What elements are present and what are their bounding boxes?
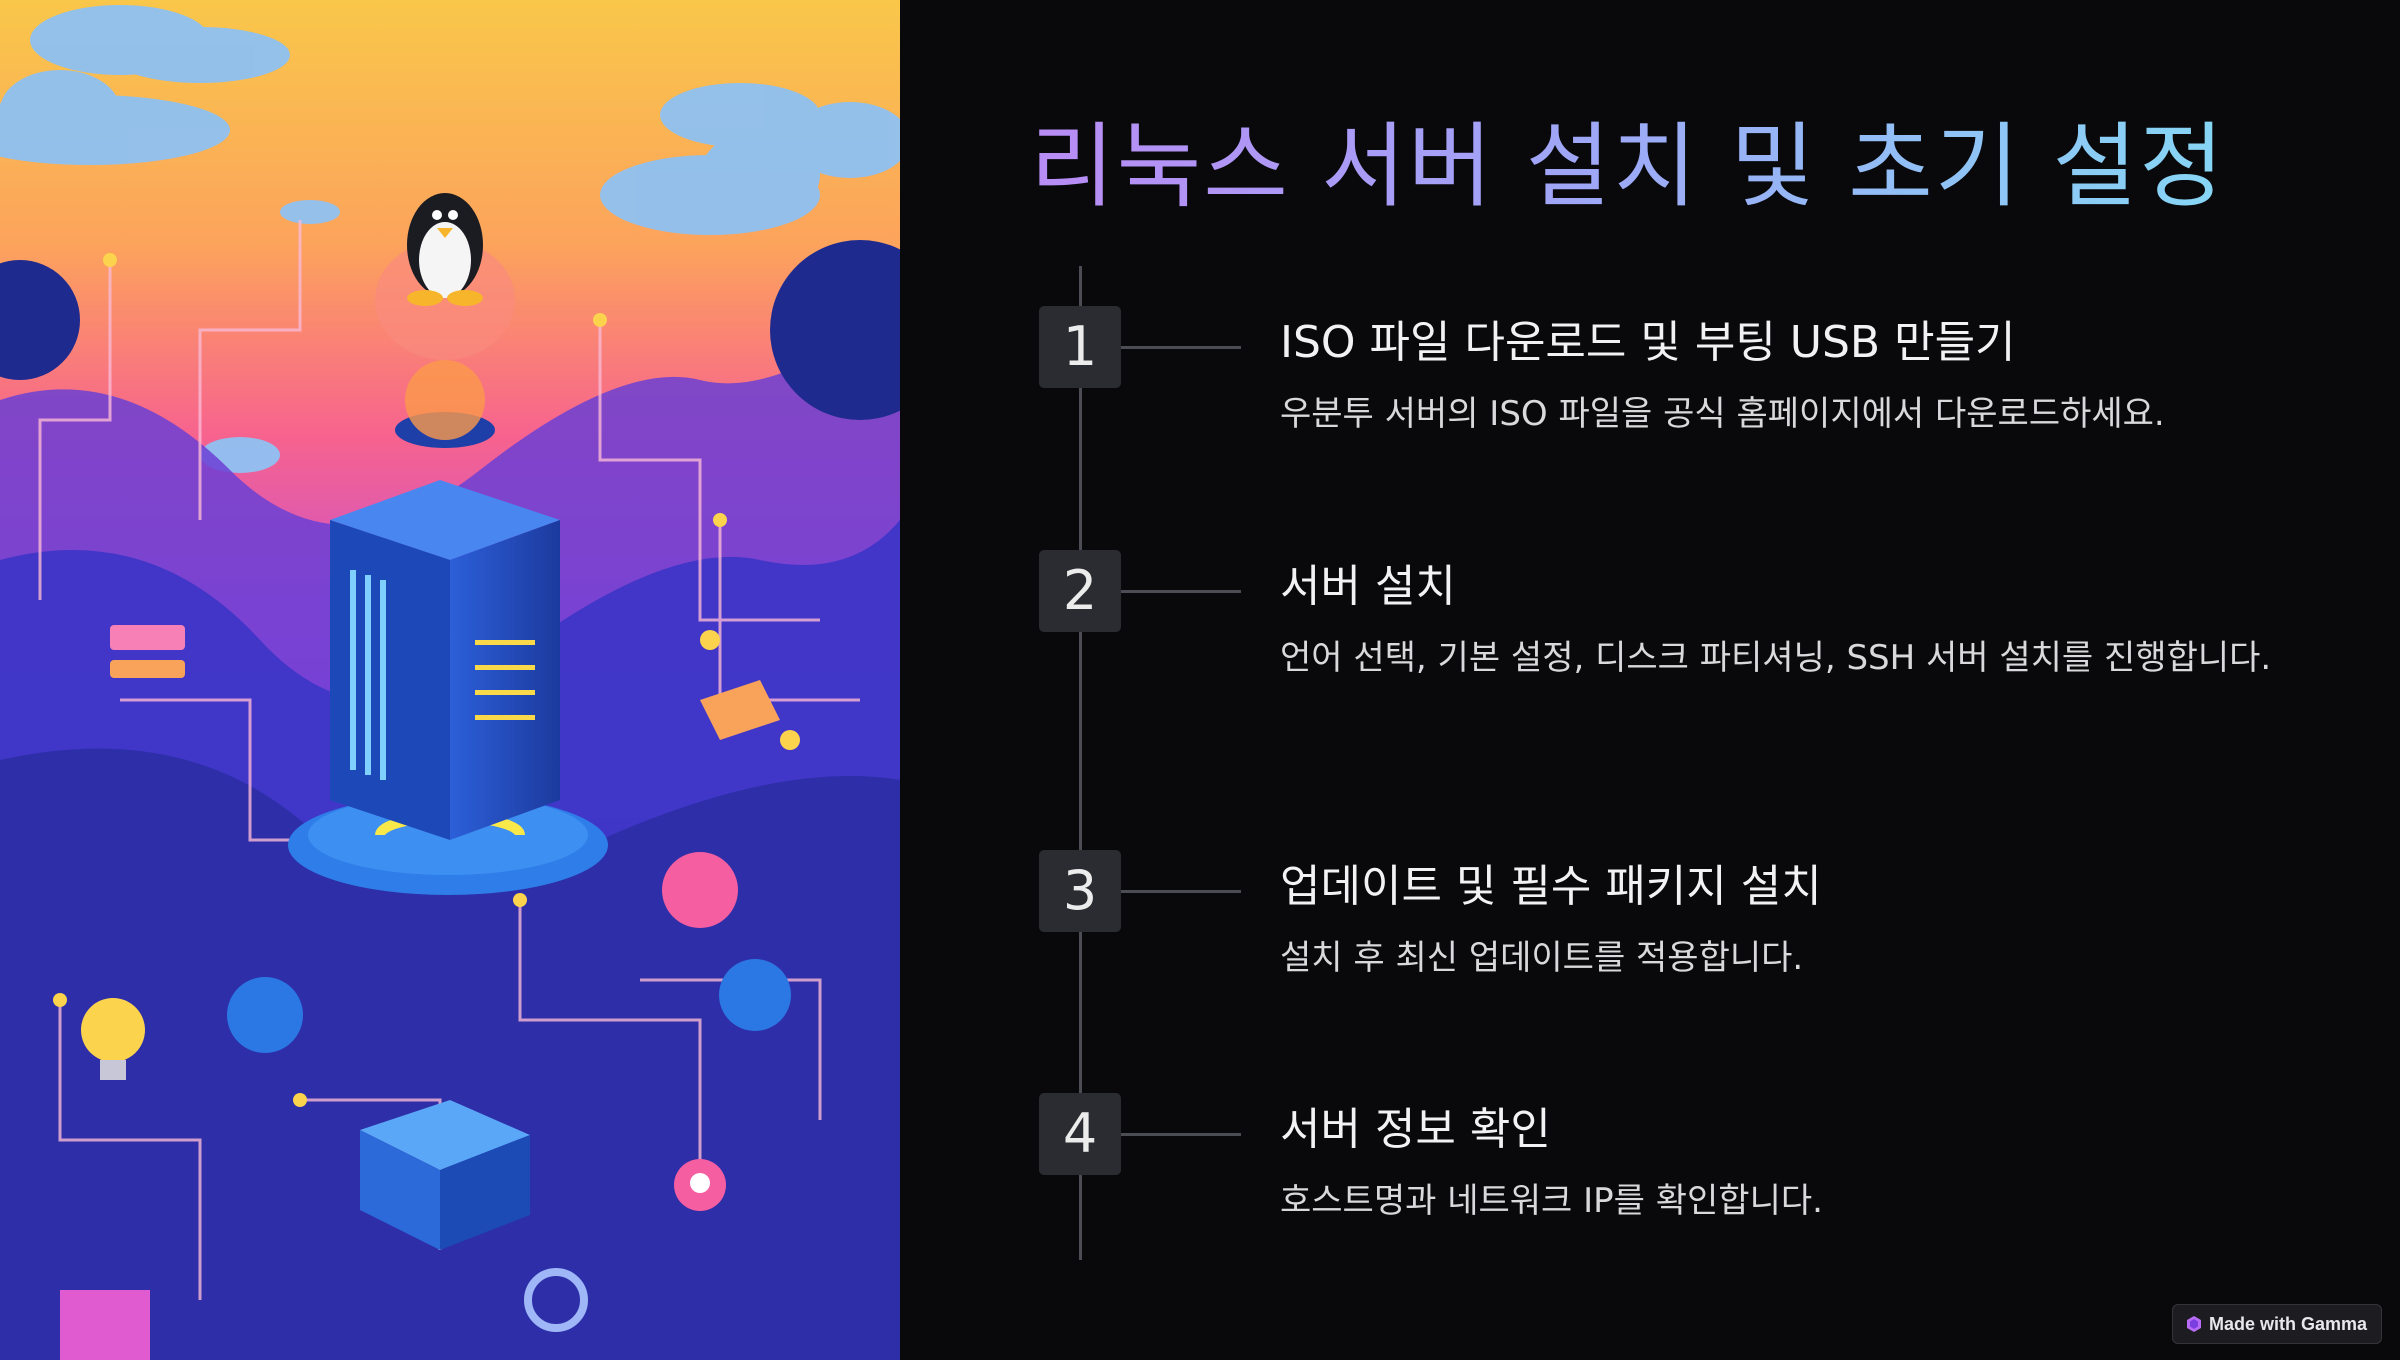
step-number-4: 4 bbox=[1039, 1093, 1121, 1175]
step-number-1: 1 bbox=[1039, 306, 1121, 388]
slide-title: 리눅스 서버 설치 및 초기 설정 bbox=[1030, 92, 2226, 225]
step-connector-2 bbox=[1121, 590, 1241, 593]
step-title-4: 서버 정보 확인 bbox=[1280, 1104, 1551, 1155]
step-title-1: ISO 파일 다운로드 및 부팅 USB 만들기 bbox=[1280, 317, 2016, 368]
step-2: 2 서버 설치 언어 선택, 기본 설정, 디스크 파티셔닝, SSH 서버 설… bbox=[900, 550, 2400, 750]
step-4: 4 서버 정보 확인 호스트명과 네트워크 IP를 확인합니다. bbox=[900, 1093, 2400, 1293]
hero-illustration bbox=[0, 0, 900, 1360]
step-description-4: 호스트명과 네트워크 IP를 확인합니다. bbox=[1280, 1181, 1823, 1221]
step-number-2: 2 bbox=[1039, 550, 1121, 632]
step-number-3: 3 bbox=[1039, 850, 1121, 932]
badge-label: Made with Gamma bbox=[2208, 1313, 2368, 1334]
step-connector-4 bbox=[1121, 1133, 1241, 1136]
step-1: 1 ISO 파일 다운로드 및 부팅 USB 만들기 우분투 서버의 ISO 파… bbox=[900, 306, 2400, 506]
linux-penguin-icon bbox=[407, 193, 483, 306]
step-description-1: 우분투 서버의 ISO 파일을 공식 홈페이지에서 다운로드하세요. bbox=[1280, 394, 2165, 434]
made-with-gamma-badge[interactable]: Made with Gamma bbox=[2172, 1304, 2382, 1344]
step-connector-3 bbox=[1121, 890, 1241, 893]
gamma-logo-icon bbox=[2186, 1316, 2201, 1332]
step-description-2: 언어 선택, 기본 설정, 디스크 파티셔닝, SSH 서버 설치를 진행합니다… bbox=[1280, 638, 2272, 678]
step-3: 3 업데이트 및 필수 패키지 설치 설치 후 최신 업데이트를 적용합니다. bbox=[900, 850, 2400, 1050]
slide-content: 리눅스 서버 설치 및 초기 설정 1 ISO 파일 다운로드 및 부팅 USB… bbox=[900, 0, 2400, 1360]
step-title-3: 업데이트 및 필수 패키지 설치 bbox=[1280, 861, 1822, 912]
step-connector-1 bbox=[1121, 346, 1241, 349]
step-description-3: 설치 후 최신 업데이트를 적용합니다. bbox=[1280, 938, 1804, 978]
timeline-line bbox=[1079, 266, 1082, 1260]
step-title-2: 서버 설치 bbox=[1280, 561, 1456, 612]
